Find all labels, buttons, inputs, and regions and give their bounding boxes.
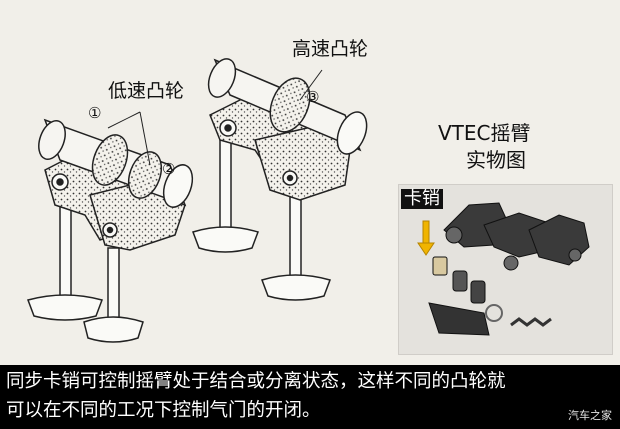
left-camshaft <box>38 118 194 208</box>
vtec-rocker-photo-image <box>399 185 612 354</box>
high-speed-cam-label: 高速凸轮 <box>292 38 369 60</box>
marker-2: ② <box>162 160 176 178</box>
caption-bar: 同步卡销可控制摇臂处于结合或分离状态，这样不同的凸轮就 可以在不同的工况下控制气… <box>0 365 620 429</box>
right-camshaft <box>207 58 368 155</box>
watermark-logo: 汽车之家 <box>568 409 612 422</box>
photo-pin-parts <box>428 256 552 336</box>
marker-3: ③ <box>306 88 320 106</box>
right-valve-rear <box>261 184 331 301</box>
left-valve-rear <box>83 247 144 343</box>
photo-title-line1: VTEC摇臂 <box>438 121 531 145</box>
photo-title-line2: 实物图 <box>466 148 526 172</box>
photo-rocker-parts <box>443 202 590 271</box>
pin-label: 卡销 <box>401 189 443 209</box>
low-speed-cam-label: 低速凸轮 <box>108 80 185 102</box>
caption-line-2: 可以在不同的工况下控制气门的开闭。 <box>6 400 321 421</box>
rocker-arm-illustration <box>27 58 368 343</box>
left-rocker-arms <box>44 151 186 251</box>
vtec-rocker-photo: 卡销 <box>398 184 613 355</box>
pin-arrow-icon <box>417 220 435 256</box>
marker-1: ① <box>88 104 102 122</box>
caption-line-1: 同步卡销可控制摇臂处于结合或分离状态，这样不同的凸轮就 <box>6 371 506 392</box>
leader-lines <box>107 69 323 166</box>
